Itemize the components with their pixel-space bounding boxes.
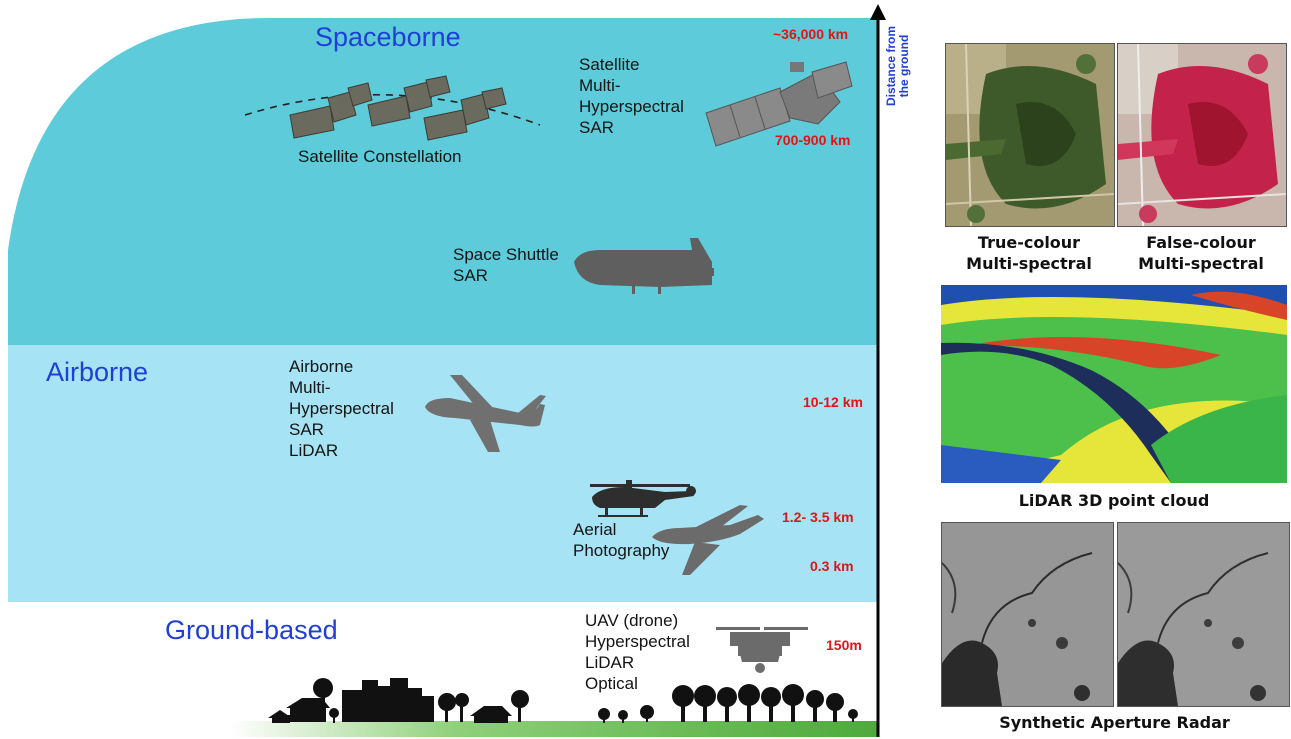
spaceborne-zone bbox=[8, 18, 878, 345]
constellation-satellite-icon bbox=[423, 87, 507, 141]
satellite-icon bbox=[705, 61, 853, 147]
helicopter-icon bbox=[590, 480, 696, 517]
axis-title: Distance from the ground bbox=[884, 21, 913, 111]
trees-icon bbox=[313, 678, 529, 723]
sensor-label: LiDAR bbox=[585, 653, 635, 672]
sensor-label: SAR bbox=[289, 420, 324, 439]
axis-title-line: the ground bbox=[897, 34, 911, 98]
forest-icon bbox=[598, 684, 858, 723]
airborne-zone bbox=[8, 345, 878, 602]
sar-caption: Synthetic Aperture Radar bbox=[999, 713, 1230, 732]
false-colour-caption: False-colour Multi-spectral bbox=[1117, 232, 1285, 274]
sensor-label: Photography bbox=[573, 541, 670, 560]
platform-diagram bbox=[8, 4, 886, 739]
sensor-label: Multi- bbox=[579, 76, 621, 95]
sensor-label: SAR bbox=[579, 118, 614, 137]
caption-line: Multi-spectral bbox=[966, 254, 1092, 273]
spaceborne-title: Spaceborne bbox=[315, 22, 461, 52]
ground-based-title: Ground-based bbox=[165, 615, 338, 645]
ground-grass bbox=[230, 721, 878, 737]
axis-arrowhead bbox=[870, 4, 886, 20]
true-colour-image bbox=[945, 43, 1115, 227]
airborne-sensor-list: Airborne Multi- Hyperspectral SAR LiDAR bbox=[289, 356, 394, 461]
caption-line: True-colour bbox=[977, 233, 1081, 252]
distance-label-aircraft: 10-12 km bbox=[803, 394, 863, 410]
light-aircraft-icon bbox=[652, 505, 764, 575]
sensor-label: UAV (drone) bbox=[585, 611, 679, 630]
sensor-label: Satellite bbox=[579, 55, 640, 74]
sensor-label: Aerial bbox=[573, 520, 617, 539]
caption-line: False-colour bbox=[1146, 233, 1256, 252]
space-shuttle-icon bbox=[574, 238, 714, 294]
sensor-label: Hyperspectral bbox=[585, 632, 690, 651]
lidar-point-cloud-image bbox=[941, 285, 1287, 483]
sar-image-right bbox=[1117, 522, 1290, 707]
distance-label-light-aircraft: 0.3 km bbox=[810, 558, 854, 574]
true-colour-caption: True-colour Multi-spectral bbox=[945, 232, 1113, 274]
orbit-dashed-line bbox=[244, 93, 541, 126]
satellite-sensor-list: Satellite Multi- Hyperspectral SAR bbox=[579, 54, 684, 138]
sensor-label: Hyperspectral bbox=[579, 97, 684, 116]
constellation-satellite-icon bbox=[289, 82, 373, 139]
buildings-icon bbox=[268, 678, 512, 723]
constellation-satellite-icon bbox=[367, 75, 451, 127]
sensor-label: Airborne bbox=[289, 357, 354, 376]
shuttle-sensor-list: Space Shuttle SAR bbox=[453, 244, 559, 286]
distance-label-helicopter: 1.2- 3.5 km bbox=[782, 509, 854, 525]
sensor-label: LiDAR bbox=[289, 441, 339, 460]
constellation-label: Satellite Constellation bbox=[298, 147, 462, 166]
aerial-sensor-list: Aerial Photography bbox=[573, 519, 669, 561]
ground-zone bbox=[8, 602, 878, 739]
airborne-title: Airborne bbox=[46, 357, 149, 387]
distance-label-leo: 700-900 km bbox=[775, 132, 851, 148]
distance-label-geo: ~36,000 km bbox=[773, 26, 849, 42]
sensor-label: Multi- bbox=[289, 378, 331, 397]
sensor-label: SAR bbox=[453, 266, 488, 285]
caption-line: Multi-spectral bbox=[1138, 254, 1264, 273]
uav-sensor-list: UAV (drone) Hyperspectral LiDAR Optical bbox=[585, 610, 690, 694]
distance-label-drone: 150m bbox=[826, 637, 862, 653]
aircraft-icon bbox=[425, 375, 546, 452]
sensor-label: Optical bbox=[585, 674, 638, 693]
drone-icon bbox=[716, 627, 808, 673]
lidar-caption: LiDAR 3D point cloud bbox=[1018, 491, 1210, 510]
false-colour-image bbox=[1117, 43, 1287, 227]
sensor-label: Space Shuttle bbox=[453, 245, 559, 264]
sar-image-left bbox=[941, 522, 1114, 707]
sensor-label: Hyperspectral bbox=[289, 399, 394, 418]
